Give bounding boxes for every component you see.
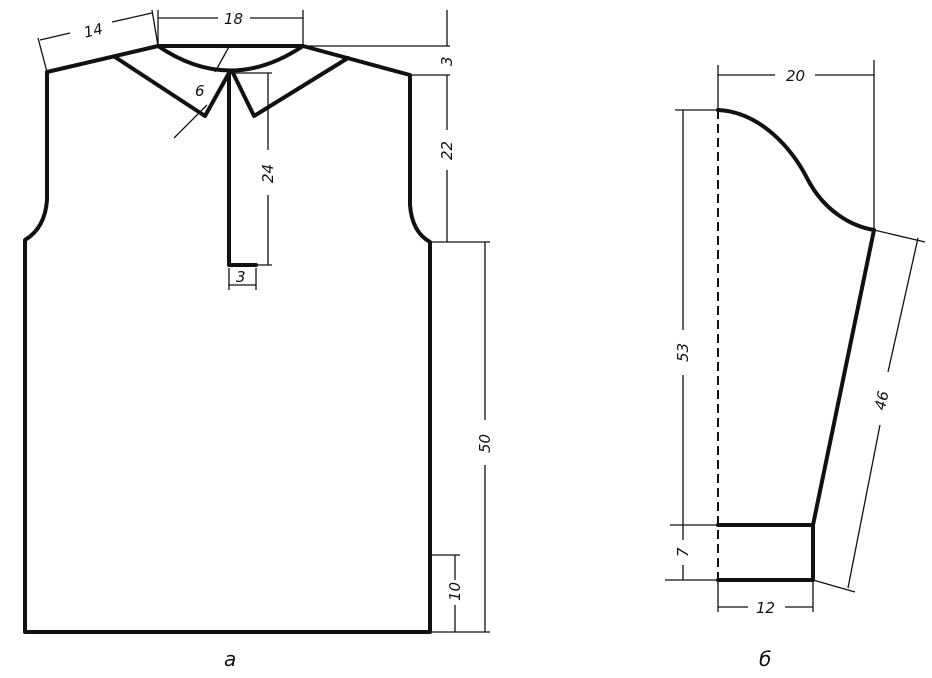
collar-right [231, 56, 350, 118]
dim-sleeve-length: 53 [674, 343, 692, 362]
dim-side-length: 50 [476, 434, 494, 453]
figure-a-label: а [224, 647, 236, 671]
dim-shoulder-drop: 3 [438, 56, 456, 66]
dim-shoulder: 14 [82, 20, 105, 42]
figure-b-label: б [759, 647, 771, 671]
sleeve-dimension-lines [665, 60, 926, 612]
dim-placket-width: 3 [236, 268, 246, 286]
body-outline [23, 44, 432, 634]
sleeve-piece [716, 108, 876, 582]
dim-collar-width: 6 [195, 82, 205, 100]
dim-underarm-seam: 46 [871, 389, 893, 411]
front-piece [23, 44, 432, 634]
neckline [156, 44, 305, 73]
dim-placket-length: 24 [259, 164, 277, 183]
front-dimension-lines [37, 9, 490, 633]
dim-neck-width: 18 [224, 10, 243, 28]
collar-left [113, 55, 231, 118]
dim-hem: 10 [446, 582, 464, 601]
placket [227, 71, 258, 267]
sleeve-outline [716, 108, 876, 582]
dim-sleeve-width: 20 [786, 67, 805, 85]
dim-cuff-height: 7 [674, 547, 692, 557]
dim-armhole-depth: 22 [438, 141, 456, 160]
dim-cuff-width: 12 [756, 599, 775, 617]
